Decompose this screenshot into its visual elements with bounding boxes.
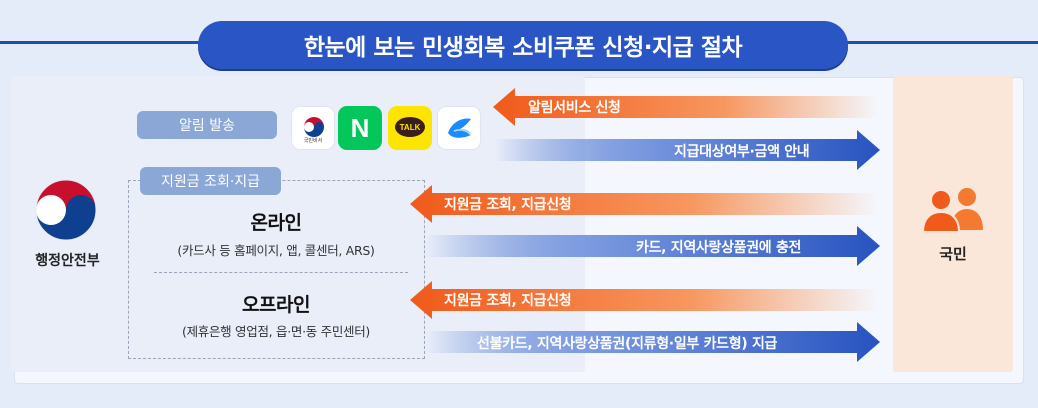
arrow-alert-request-label: 알림서비스 신청 [528, 100, 621, 116]
offline-title: 오프라인 [242, 294, 310, 316]
channel-divider [154, 272, 408, 273]
korea-government-logo-icon [35, 179, 97, 241]
arrow-online-request-label: 지원금 조회, 지급신청 [444, 197, 572, 213]
arrow-offline-request-label: 지원금 조회, 지급신청 [444, 293, 572, 309]
people-icon [921, 188, 983, 232]
arrow-offline-request [410, 281, 878, 319]
online-subtitle: (카드사 등 홈페이지, 앱, 콜센터, ARS) [177, 243, 375, 258]
arrow-online-charge [426, 226, 880, 266]
arrow-eligibility-notice-label: 지급대상여부·금액 안내 [674, 144, 810, 160]
citizen-label: 국민 [939, 245, 967, 263]
gov-app-icon: 국민비서 [291, 106, 335, 150]
kakaotalk-bubble: TALK [395, 117, 425, 137]
toss-icon [437, 106, 481, 150]
arrow-offline-issue [426, 322, 880, 362]
page-title: 한눈에 보는 민생회복 소비쿠폰 신청·지급 절차 [198, 21, 848, 69]
government-name: 행정안전부 [35, 253, 100, 269]
offline-subtitle: (제휴은행 영업점, 읍·면·동 주민센터) [182, 324, 370, 339]
kakaotalk-icon: TALK [388, 106, 432, 150]
arrow-online-charge-label: 카드, 지역사랑상품권에 충전 [636, 240, 802, 256]
naver-letter: N [350, 112, 370, 143]
alert-send-label: 알림 발송 [137, 111, 277, 139]
arrow-eligibility-notice [495, 130, 880, 170]
arrow-alert-request [493, 88, 878, 126]
arrow-offline-issue-label: 선불카드, 지역사랑상품권(지류형·일부 카드형) 지급 [477, 336, 778, 352]
gov-app-caption: 국민비서 [303, 138, 323, 144]
online-title: 온라인 [250, 212, 302, 234]
arrow-online-request [410, 185, 878, 223]
support-check-label: 지원금 조회·지급 [140, 167, 281, 195]
naver-icon: N [338, 106, 382, 150]
